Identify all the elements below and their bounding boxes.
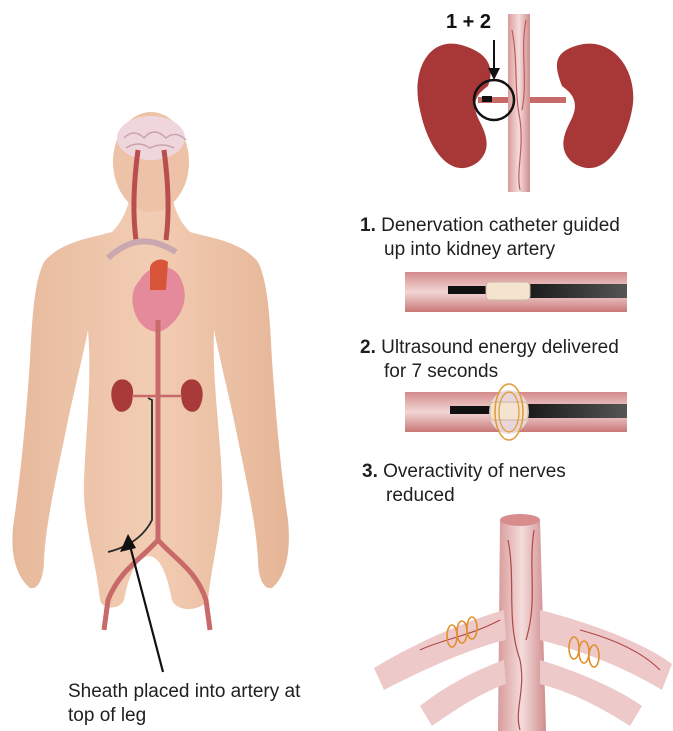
sheath-label: Sheath placed into artery at top of leg <box>68 680 300 728</box>
step-1-text: 1. Denervation catheter guided up into k… <box>360 214 620 262</box>
catheter-step2-diagram <box>405 384 627 440</box>
sheath-label-line1: Sheath placed into artery at <box>68 680 300 704</box>
body-kidney-right <box>181 379 203 411</box>
kidney-left-large <box>417 44 490 169</box>
step-2-line2: for 7 seconds <box>360 360 619 384</box>
step-1-line1: Denervation catheter guided <box>381 215 620 236</box>
step-1-line2: up into kidney artery <box>360 238 620 262</box>
step-3-line2: reduced <box>362 484 566 508</box>
body-kidney-left <box>111 379 133 411</box>
step-2-text: 2. Ultrasound energy delivered for 7 sec… <box>360 336 619 384</box>
step-3-number: 3. <box>362 461 378 482</box>
kidney-right-large <box>557 44 633 169</box>
human-body-illustration <box>12 112 289 630</box>
step-2-number: 2. <box>360 337 376 358</box>
brain <box>117 116 185 160</box>
catheter-step1-diagram <box>405 272 627 312</box>
kidney-detail-illustration <box>417 14 633 192</box>
step-2-line1: Ultrasound energy delivered <box>381 337 619 358</box>
sheath-label-line2: top of leg <box>68 704 300 728</box>
step-3-text: 3. Overactivity of nerves reduced <box>362 460 566 508</box>
step-3-line1: Overactivity of nerves <box>383 461 566 482</box>
step-1-number: 1. <box>360 215 376 236</box>
kidney-callout-label: 1 + 2 <box>446 11 491 34</box>
renal-artery-nerves-illustration <box>374 514 672 731</box>
